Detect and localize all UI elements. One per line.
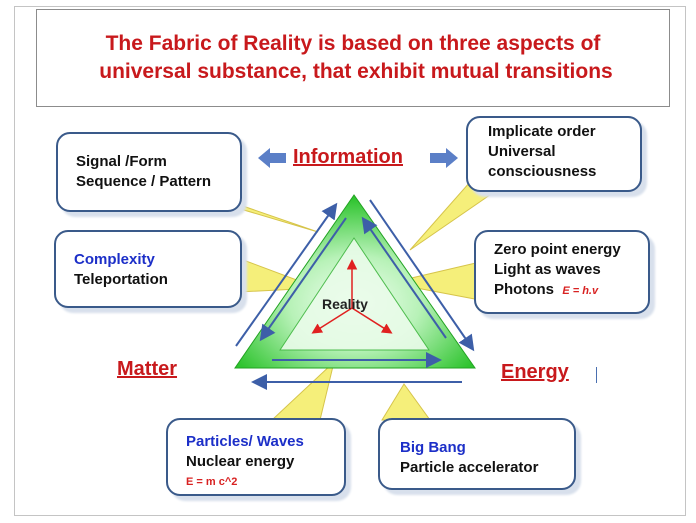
- cycle-arrow-right-outer: [369, 199, 475, 352]
- big-bang-line-1: Big Bang: [400, 439, 466, 456]
- text-cursor: [596, 367, 597, 383]
- cycle-arrow-left-inner: [259, 217, 347, 342]
- cycle-arrow-right-inner: [361, 216, 447, 339]
- callout-signal-form: Signal /Form Sequence / Pattern: [56, 132, 242, 212]
- callout-tail-bigbang: [381, 383, 431, 421]
- zero-point-line-1: Zero point energy: [494, 241, 621, 258]
- zero-point-line-3-wrap: Photons E = h.v: [494, 280, 634, 301]
- big-bang-line-2: Particle accelerator: [400, 459, 539, 476]
- information-arrow-left: [258, 148, 286, 168]
- implicate-line-1: Implicate order: [488, 123, 596, 140]
- title-line-2: universal substance, that exhibit mutual…: [99, 60, 613, 83]
- callout-complexity: Complexity Teleportation: [54, 230, 242, 308]
- complexity-line-1: Complexity: [74, 251, 155, 268]
- callout-zero-point: Zero point energy Light as waves Photons…: [474, 230, 650, 314]
- photon-formula: E = h.v: [562, 285, 599, 297]
- cycle-arrow-left-outer: [235, 202, 338, 347]
- aspect-energy: Energy: [501, 361, 569, 383]
- center-arrow-right: [351, 307, 393, 334]
- callout-implicate-order: Implicate order Universal consciousness: [466, 116, 642, 192]
- center-arrow-left: [311, 307, 353, 334]
- signal-form-line-1: Signal /Form: [76, 153, 167, 170]
- signal-form-line-2: Sequence / Pattern: [76, 173, 212, 190]
- title-box: The Fabric of Reality is based on three …: [36, 9, 670, 107]
- complexity-line-2: Teleportation: [74, 271, 168, 288]
- mass-energy-formula: E = m c^2: [186, 476, 238, 488]
- callout-big-bang: Big Bang Particle accelerator: [378, 418, 576, 490]
- title-line-1: The Fabric of Reality is based on three …: [105, 32, 601, 55]
- implicate-line-2: Universal: [488, 143, 556, 160]
- information-arrow-right: [430, 148, 458, 168]
- aspect-matter: Matter: [117, 358, 178, 380]
- inner-triangle: [279, 237, 430, 351]
- reality-label: Reality: [322, 296, 368, 312]
- particles-line-1: Particles/ Waves: [186, 433, 304, 450]
- callout-particles-waves: Particles/ Waves Nuclear energy E = m c^…: [166, 418, 346, 496]
- particles-line-2: Nuclear energy: [186, 453, 295, 470]
- zero-point-line-3: Photons: [494, 281, 554, 298]
- callout-tail-particles: [270, 360, 335, 421]
- implicate-line-3: consciousness: [488, 163, 597, 180]
- aspect-information: Information: [293, 146, 403, 168]
- zero-point-line-2: Light as waves: [494, 261, 601, 278]
